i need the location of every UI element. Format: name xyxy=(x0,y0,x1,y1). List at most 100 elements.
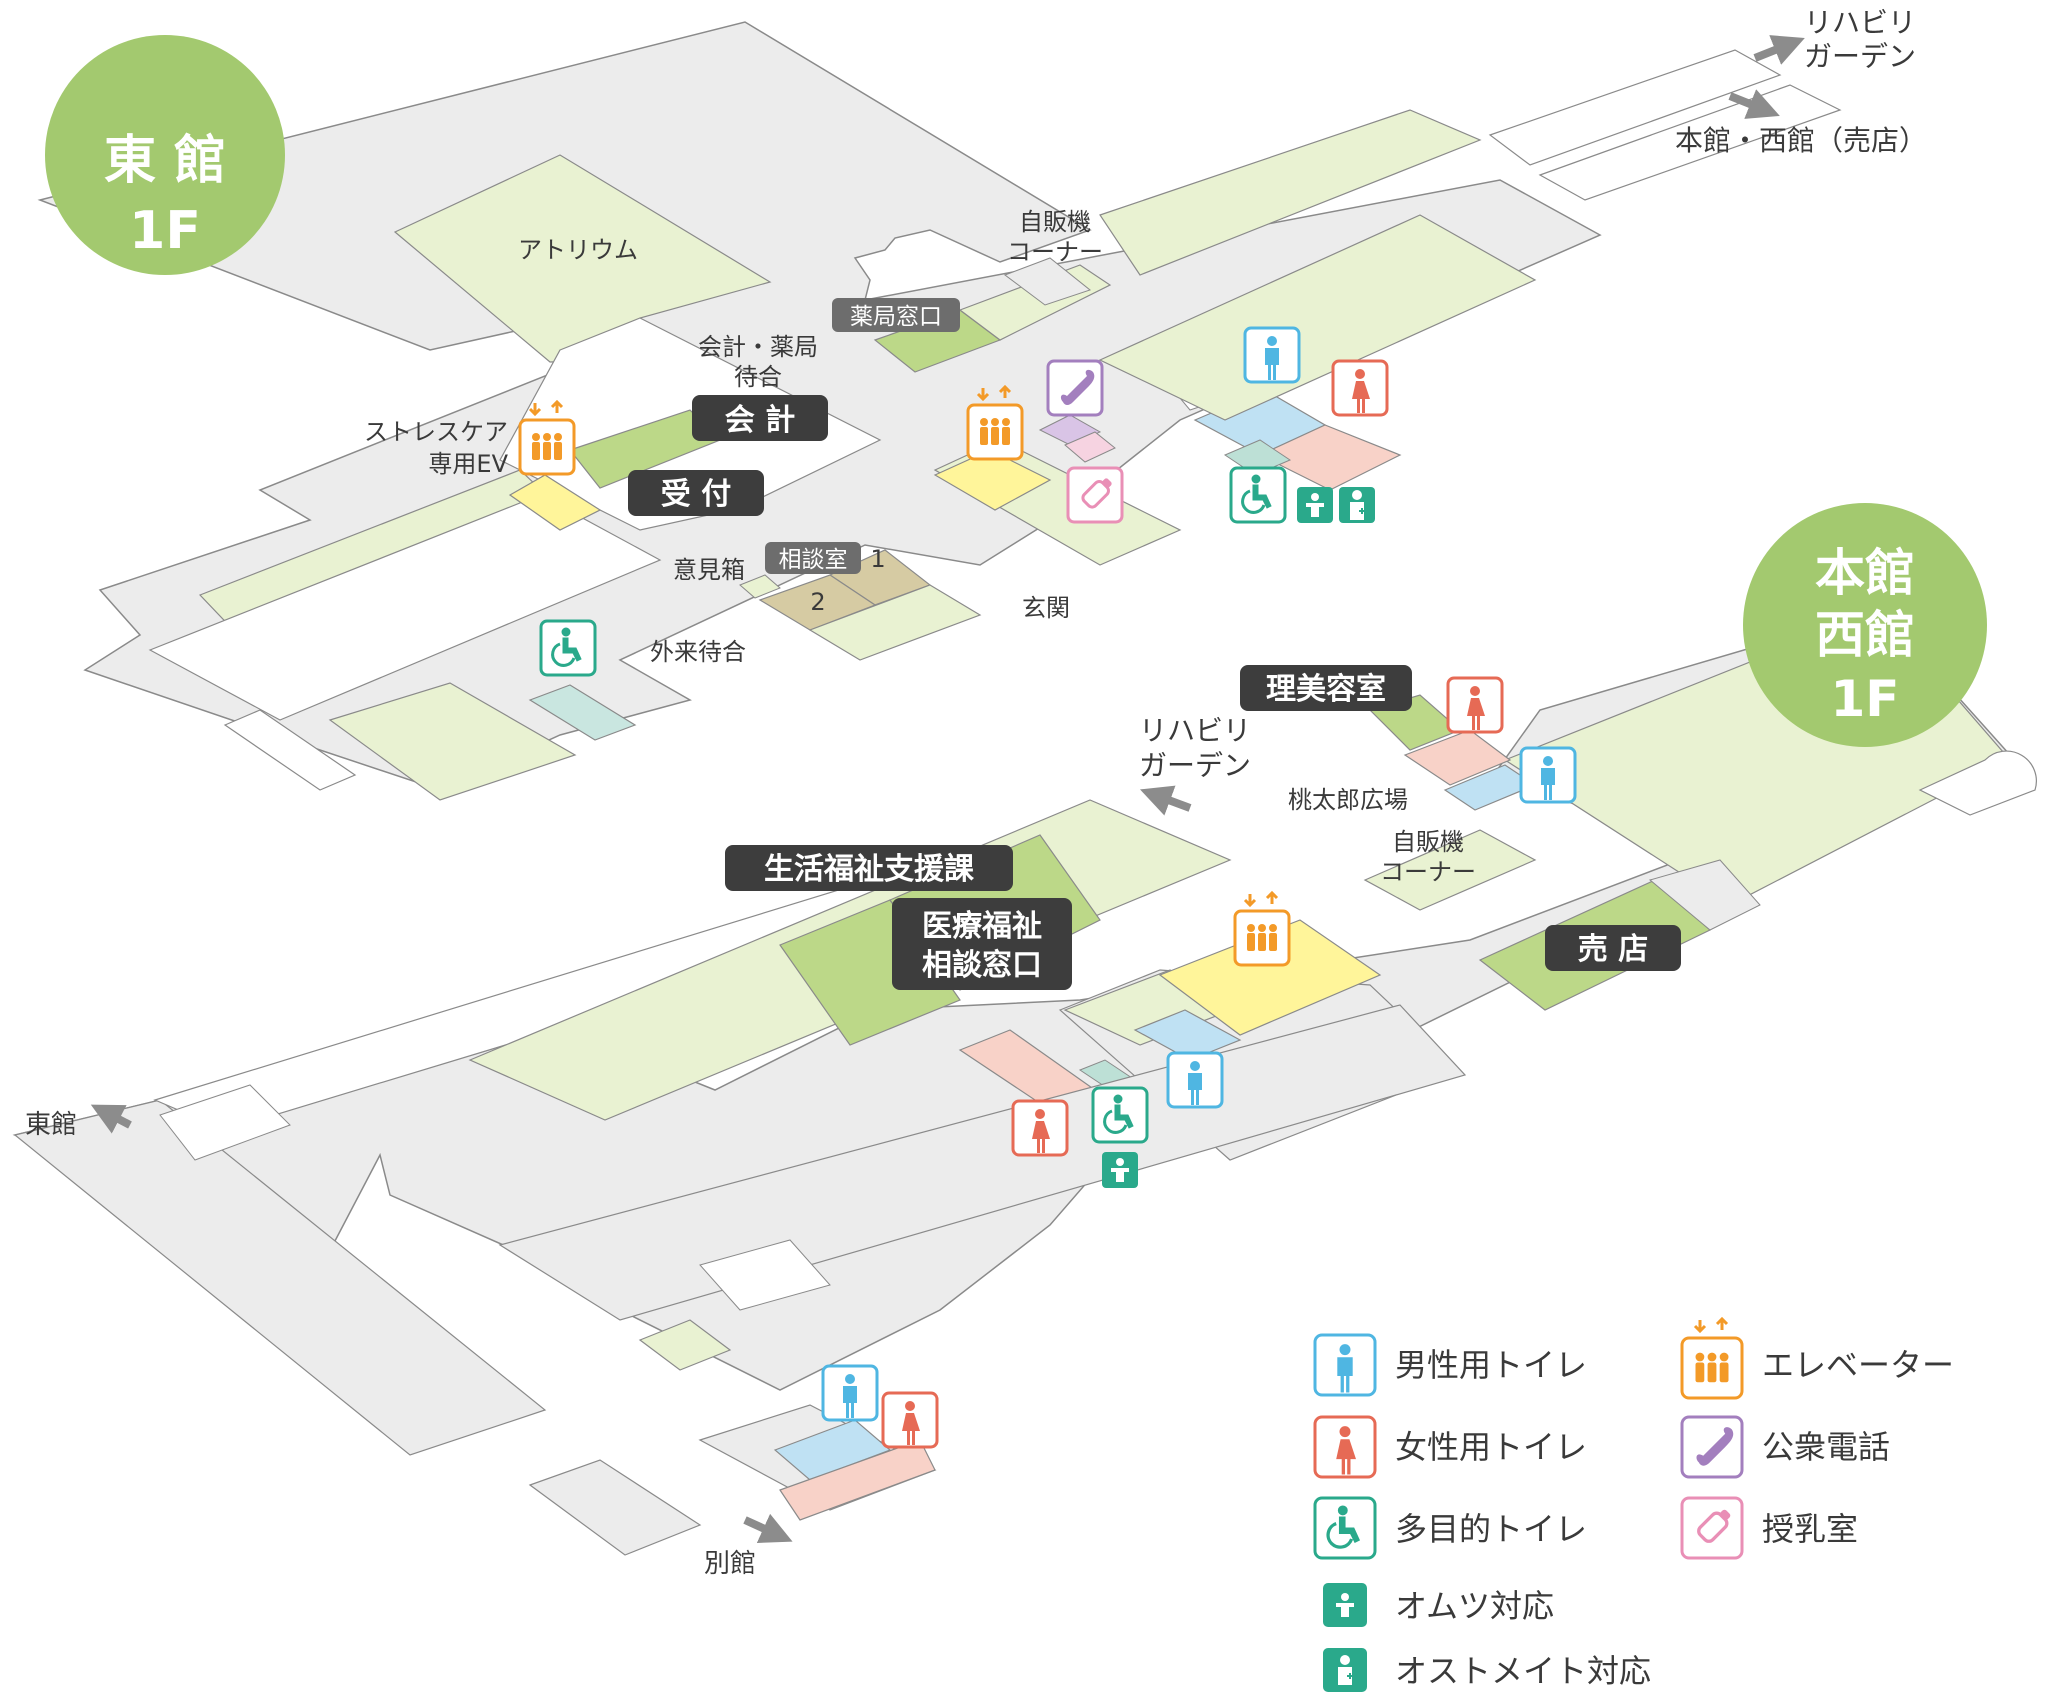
opinion-box xyxy=(739,574,781,599)
arrow-to-east xyxy=(90,1104,132,1134)
rehab-main-label-2: ガーデン xyxy=(1139,749,1251,782)
annex-block xyxy=(528,1459,702,1556)
multi-toilet-icon[interactable] xyxy=(539,619,597,677)
legend: 男性用トイレ 女性用トイレ 多目的トイレ オムツ対応 オストメイト対応 エレベー… xyxy=(1313,1316,1954,1692)
consult-room-tag[interactable]: 相談室 xyxy=(765,542,861,574)
vending-box xyxy=(1003,257,1092,306)
legend-men xyxy=(1313,1333,1377,1397)
men-toilet-icon[interactable] xyxy=(1519,746,1577,804)
consult-room-text: 相談室 xyxy=(779,547,848,573)
legend-diaper-label: オムツ対応 xyxy=(1395,1587,1554,1625)
toilet-pink xyxy=(1258,424,1402,491)
main-badge-text2: 西館 xyxy=(1815,606,1915,664)
women-toilet-icon[interactable] xyxy=(1331,359,1389,417)
men-toilet-icon[interactable] xyxy=(1243,326,1301,384)
diaper-icon[interactable] xyxy=(1297,487,1333,523)
stress-ev-label-1: ストレスケア xyxy=(364,418,508,446)
elevator-icon[interactable] xyxy=(1233,890,1291,967)
momotaro-pink xyxy=(1403,729,1512,786)
corridor-rehab xyxy=(1488,49,1782,166)
arrow-to-annex xyxy=(743,1513,793,1543)
reception-tag[interactable]: 受 付 xyxy=(628,470,764,516)
pharmacy-window-tag[interactable]: 薬局窓口 xyxy=(832,298,960,332)
shop-tag[interactable]: 売 店 xyxy=(1545,925,1681,971)
main-west-shop-label: 本館・西館（売店） xyxy=(1675,124,1927,157)
ev-yellow-left xyxy=(508,474,602,531)
waiting-label-1: 会計・薬局 xyxy=(698,333,818,361)
legend-diaper xyxy=(1323,1583,1367,1627)
accounting-tag[interactable]: 会 計 xyxy=(692,395,828,441)
rehab-top-label-2: ガーデン xyxy=(1804,40,1916,73)
legend-phone xyxy=(1680,1415,1744,1479)
men-toilet-icon[interactable] xyxy=(821,1364,879,1422)
multi-toilet-icon[interactable] xyxy=(1091,1086,1149,1144)
main-badge-text3: 1F xyxy=(1831,670,1900,728)
waiting-label-2: 待合 xyxy=(734,363,782,391)
left-corridor xyxy=(148,494,662,721)
east-building-floorplan xyxy=(37,21,1842,801)
elevator-icon[interactable] xyxy=(966,384,1024,461)
elevator-icon[interactable] xyxy=(518,399,576,476)
shop-grey xyxy=(1648,859,1761,931)
east-badge-text1: 東 館 xyxy=(104,131,226,191)
women-toilet-icon[interactable] xyxy=(881,1391,939,1449)
legend-women-label: 女性用トイレ xyxy=(1395,1428,1587,1466)
legend-phone-label: 公衆電話 xyxy=(1762,1428,1890,1466)
opinion-box-label: 意見箱 xyxy=(673,556,745,584)
barber-text: 理美容室 xyxy=(1266,672,1386,707)
central-blue-toilet xyxy=(1133,1009,1242,1061)
bottom-blue-toilet xyxy=(773,1419,892,1481)
medical-text-2: 相談窓口 xyxy=(922,948,1042,983)
men-toilet-icon[interactable] xyxy=(1166,1051,1224,1109)
legend-elevator-label: エレベーター xyxy=(1762,1346,1954,1384)
rehab-main-label-1: リハビリ xyxy=(1139,714,1251,747)
stairs-main-lower xyxy=(699,1239,831,1311)
arrow-rehab-main xyxy=(1140,785,1192,816)
upper-corridor-rooms xyxy=(1099,109,1482,276)
shop-text: 売 店 xyxy=(1578,932,1648,967)
nursing-icon[interactable] xyxy=(1066,466,1124,524)
reception-text: 受 付 xyxy=(661,477,731,512)
momotaro-label: 桃太郎広場 xyxy=(1288,786,1408,814)
vending-main-label-1: 自販機 xyxy=(1392,828,1464,856)
stress-ev-label-2: 専用EV xyxy=(428,450,508,478)
east-badge-text2: 1F xyxy=(129,201,201,261)
atrium-label: アトリウム xyxy=(518,236,638,264)
diaper-icon[interactable] xyxy=(1102,1152,1138,1188)
multi-toilet-icon[interactable] xyxy=(1229,466,1287,524)
vending-main-label-2: コーナー xyxy=(1380,858,1476,886)
upper-right-rooms xyxy=(1098,214,1537,421)
stairs-left xyxy=(223,709,357,791)
nursing-pink xyxy=(1064,431,1116,463)
outpatient-waiting-label: 外来待合 xyxy=(650,638,746,666)
main-badge-text1: 本館 xyxy=(1815,544,1915,602)
legend-women xyxy=(1313,1415,1377,1479)
phone-icon[interactable] xyxy=(1046,359,1104,417)
vending-east-label-2: コーナー xyxy=(1007,238,1103,266)
legend-ostomate xyxy=(1323,1648,1367,1692)
life-welfare-tag[interactable]: 生活福祉支援課 xyxy=(725,845,1013,891)
women-toilet-icon[interactable] xyxy=(1011,1099,1069,1157)
outpatient-toilet xyxy=(528,684,637,741)
main-floor-badge: 本館 西館 1F xyxy=(1743,503,1987,747)
legend-multi xyxy=(1313,1496,1377,1560)
legend-ostomate-label: オストメイト対応 xyxy=(1395,1652,1651,1690)
east-floor-badge: 東 館 1F xyxy=(45,35,285,275)
lower-main-block xyxy=(498,1004,1467,1321)
stairs-main-left xyxy=(159,1084,291,1161)
legend-men-label: 男性用トイレ xyxy=(1395,1346,1587,1384)
lower-small-room xyxy=(638,1319,732,1371)
pharmacy-window-text: 薬局窓口 xyxy=(850,304,942,330)
barber-tag[interactable]: 理美容室 xyxy=(1240,665,1412,711)
medical-consult-tag[interactable]: 医療福祉 相談窓口 xyxy=(892,898,1072,990)
legend-elevator xyxy=(1680,1316,1744,1400)
medical-text-1: 医療福祉 xyxy=(922,909,1042,944)
ostomate-icon[interactable] xyxy=(1339,487,1375,523)
legend-multi-label: 多目的トイレ xyxy=(1395,1510,1587,1548)
women-toilet-icon[interactable] xyxy=(1446,676,1504,734)
rehab-top-label-1: リハビリ xyxy=(1804,6,1916,39)
entrance-label: 玄関 xyxy=(1022,594,1070,622)
consult-extra xyxy=(808,584,982,661)
legend-nursing xyxy=(1680,1496,1744,1560)
